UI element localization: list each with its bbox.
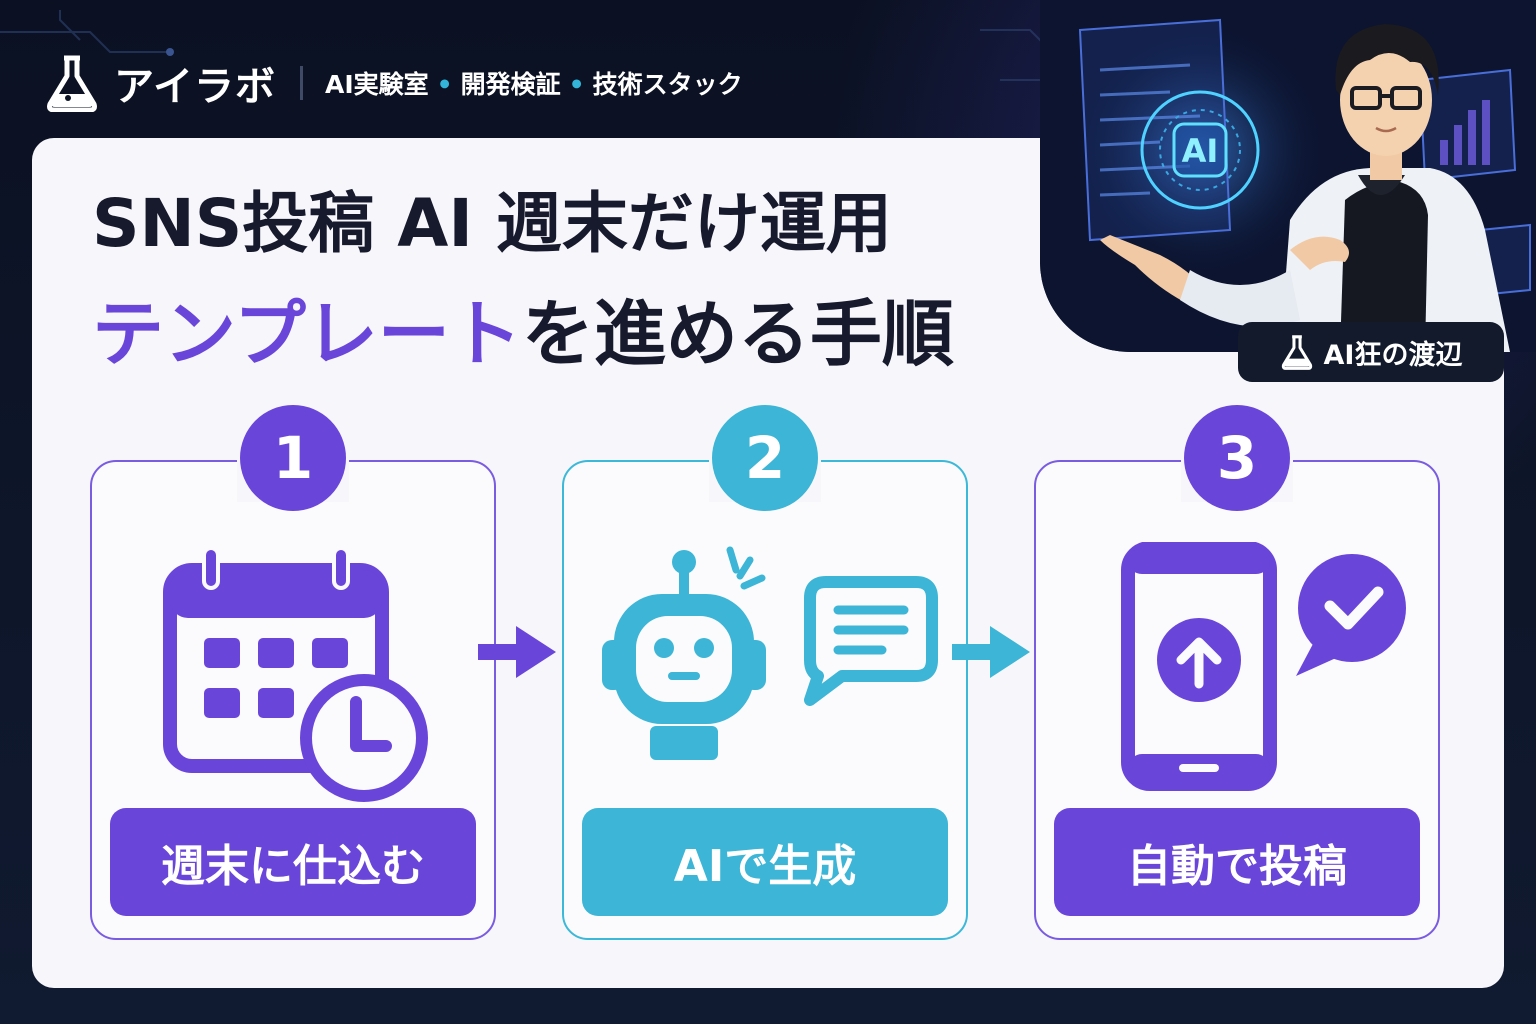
brand-header: アイラボ AI実験室•開発検証•技術スタック bbox=[44, 52, 743, 114]
step-label[interactable]: 週末に仕込む bbox=[110, 808, 476, 916]
header-divider bbox=[300, 66, 303, 100]
title-highlight: テンプレート bbox=[92, 292, 522, 376]
tag-ai-lab: AI実験室 bbox=[325, 70, 429, 99]
tag-dev-verify: 開発検証 bbox=[460, 70, 561, 99]
flask-icon bbox=[47, 55, 97, 112]
step-number-badge: 2 bbox=[709, 405, 821, 511]
tag-tech-stack: 技術スタック bbox=[592, 70, 743, 99]
flask-icon bbox=[1281, 335, 1312, 370]
title-line-1: SNS投稿 AI 週末だけ運用 bbox=[92, 185, 892, 262]
step-card-3: 3 自動で投稿 bbox=[1034, 405, 1440, 940]
brand-name[interactable]: アイラボ bbox=[114, 64, 276, 110]
step-number: 1 bbox=[240, 405, 346, 511]
step-label[interactable]: 自動で投稿 bbox=[1054, 808, 1420, 916]
title-line-2-rest: を進める手順 bbox=[521, 292, 954, 376]
step-label[interactable]: AIで生成 bbox=[582, 808, 948, 916]
arrow-right-icon bbox=[478, 626, 556, 678]
robot-chat-icon bbox=[602, 546, 938, 760]
step-number: 3 bbox=[1184, 405, 1290, 511]
arrow-right-icon bbox=[952, 626, 1030, 678]
step-number: 2 bbox=[712, 405, 818, 511]
calendar-clock-icon bbox=[163, 546, 428, 802]
step-card-2: 2 AIで生成 bbox=[562, 405, 968, 940]
hero-ai-label: AI bbox=[1182, 132, 1219, 170]
tag-dot: • bbox=[568, 70, 585, 99]
hero-illustration: AI bbox=[1040, 0, 1536, 352]
step-number-badge: 1 bbox=[237, 405, 349, 511]
scientist-illustration: AI bbox=[1040, 0, 1536, 352]
brand-tagline: AI実験室•開発検証•技術スタック bbox=[325, 65, 743, 101]
smartphone-upload-icon bbox=[1121, 542, 1406, 791]
author-name: AI狂の渡辺 bbox=[1323, 339, 1463, 371]
tag-dot: • bbox=[436, 70, 453, 99]
step-number-badge: 3 bbox=[1181, 405, 1293, 511]
author-badge: AI狂の渡辺 bbox=[1238, 322, 1504, 382]
step-card-1: 1 週末に仕込む bbox=[90, 405, 496, 940]
title-line-2: テンプレートを進める手順 bbox=[92, 275, 954, 380]
